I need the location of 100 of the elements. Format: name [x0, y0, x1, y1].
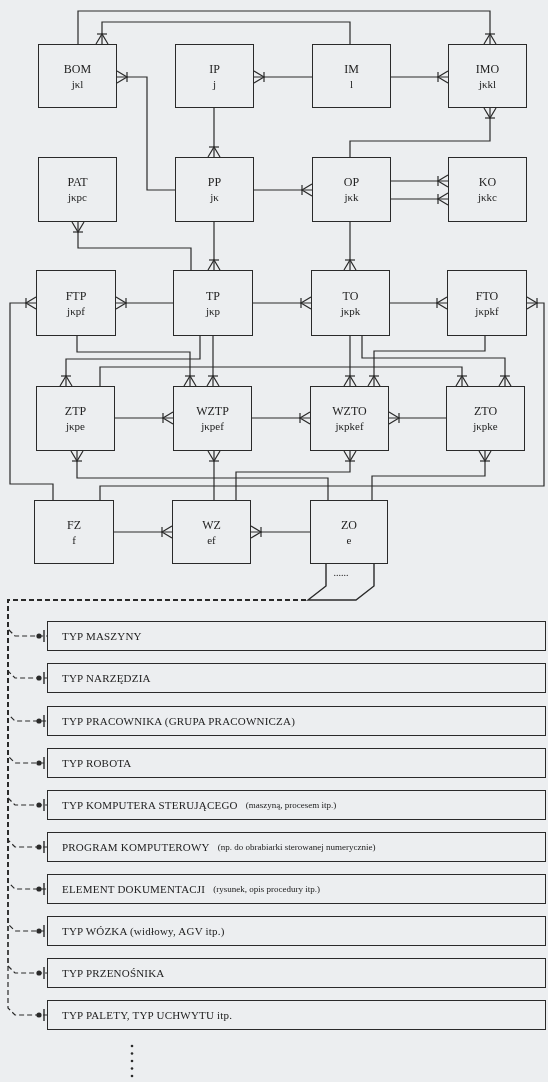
entity-type-box [47, 748, 546, 778]
entity-type-label: ELEMENT DOKUMENTACJI [62, 883, 206, 895]
relationship-line [235, 450, 357, 501]
entity-type-label: PROGRAM KOMPUTEROWY [62, 841, 210, 853]
entity-key-code: j [212, 76, 217, 91]
relationship-line [251, 411, 311, 425]
relationship-line [116, 70, 176, 191]
entity-type-box [47, 916, 546, 946]
entity-key-code: jκpef [201, 419, 224, 433]
entity-key-code: jκpke [473, 419, 498, 433]
relationship-line [390, 192, 449, 206]
entity-box [447, 270, 527, 336]
relationship-line [207, 107, 221, 158]
entity-name: PP [207, 175, 222, 190]
ellipsis-text: ...... [333, 568, 349, 578]
entity-key-code: jκpf [67, 303, 85, 318]
entity-box [312, 157, 391, 222]
entity-type-label: TYP ROBOTA [62, 757, 132, 769]
relationship-line [114, 411, 174, 425]
entity-type-box [47, 706, 546, 736]
entity-key-code: jκl [71, 76, 84, 91]
entity-key-code: jκ [210, 190, 219, 204]
entity-box [34, 500, 114, 564]
relationship-line [361, 335, 512, 387]
entity-box [310, 500, 388, 564]
relationship-line [343, 221, 357, 271]
entity-box [172, 500, 251, 564]
entity-type-label: TYP PRZENOŚNIKA [62, 967, 165, 979]
entity-type-box [47, 621, 546, 651]
entity-key-code: jκkc [478, 190, 497, 204]
entity-name: KO [478, 175, 497, 190]
relationship-line [389, 296, 448, 310]
entity-name: IP [209, 61, 220, 77]
entity-box [446, 386, 525, 451]
entity-type-label: TYP PALETY, TYP UCHWYTU itp. [62, 1009, 233, 1021]
relationship-line [206, 335, 220, 387]
entity-key-code: jκp [205, 303, 221, 318]
entity-name: WZTO [332, 404, 367, 419]
relationship-line [70, 450, 329, 501]
entity-key-code: e [346, 532, 352, 547]
entity-type-box [47, 790, 546, 820]
relationship-line [99, 366, 469, 387]
entity-key-code: jκpk [340, 303, 361, 318]
entity-name: WZTP [196, 404, 229, 419]
entity-name: TP [206, 288, 220, 304]
relationship-line [367, 335, 486, 387]
entity-key-code: jκpkef [335, 419, 364, 433]
entity-name: ZTP [64, 404, 87, 419]
relationship-line [115, 296, 174, 310]
relationship-line [113, 525, 173, 539]
entity-name: IM [344, 61, 359, 77]
entity-name: WZ [202, 517, 221, 533]
entity-type-note: (maszyną, procesem itp.) [245, 800, 337, 810]
entity-key-code: jκpe [66, 419, 85, 433]
entity-box [173, 270, 253, 336]
entity-key-code: jκpc [68, 190, 87, 204]
entity-box [310, 386, 389, 451]
entity-name: ZTO [473, 404, 498, 419]
entity-type-label: TYP WÓZKA (widłowy, AGV itp.) [62, 925, 225, 937]
entity-type-label: TYP KOMPUTERA STERUJĄCEGO [62, 799, 238, 811]
entity-name: TO [342, 288, 359, 304]
relationship-line [390, 174, 449, 188]
entity-type-label: TYP NARZĘDZIA [62, 672, 151, 684]
entity-box [36, 386, 115, 451]
relationship-line [95, 21, 351, 45]
relationship-line [77, 10, 497, 45]
relationship-line [349, 107, 497, 158]
entity-type-note: (rysunek, opis procedury itp.) [213, 884, 320, 894]
entity-name: BOM [63, 61, 92, 77]
relationship-line [99, 296, 545, 501]
entity-name: PAT [67, 175, 88, 190]
entity-key-code: jκkl [478, 76, 497, 91]
entity-name: FZ [67, 517, 81, 533]
entity-type-box [47, 663, 546, 693]
relationship-line [9, 296, 54, 501]
entity-box [312, 44, 391, 108]
relationship-line [253, 70, 313, 84]
entity-name: FTO [475, 288, 499, 304]
relationship-line [207, 450, 221, 501]
entity-key-code: ef [207, 532, 216, 547]
entity-box [448, 44, 527, 108]
relationship-line [71, 221, 192, 271]
entity-key-code: jκk [344, 190, 359, 204]
entity-box [38, 157, 117, 222]
entity-box [311, 270, 390, 336]
entity-key-code: l [349, 76, 354, 91]
entity-box [38, 44, 117, 108]
relationship-line [253, 183, 313, 197]
entity-type-note: (np. do obrabiarki sterowanej numerycznie) [217, 842, 376, 852]
entity-type-box [47, 958, 546, 988]
entity-box [173, 386, 252, 451]
entity-name: ZO [341, 517, 357, 533]
relationship-line [207, 221, 221, 271]
entity-box [448, 157, 527, 222]
entity-type-box [47, 832, 546, 862]
entity-box [175, 44, 254, 108]
entity-type-label: TYP MASZYNY [62, 630, 142, 642]
relationship-line [371, 450, 492, 501]
entity-type-label: TYP PRACOWNIKA (GRUPA PRACOWNICZA) [62, 715, 296, 727]
relationship-line [388, 411, 447, 425]
